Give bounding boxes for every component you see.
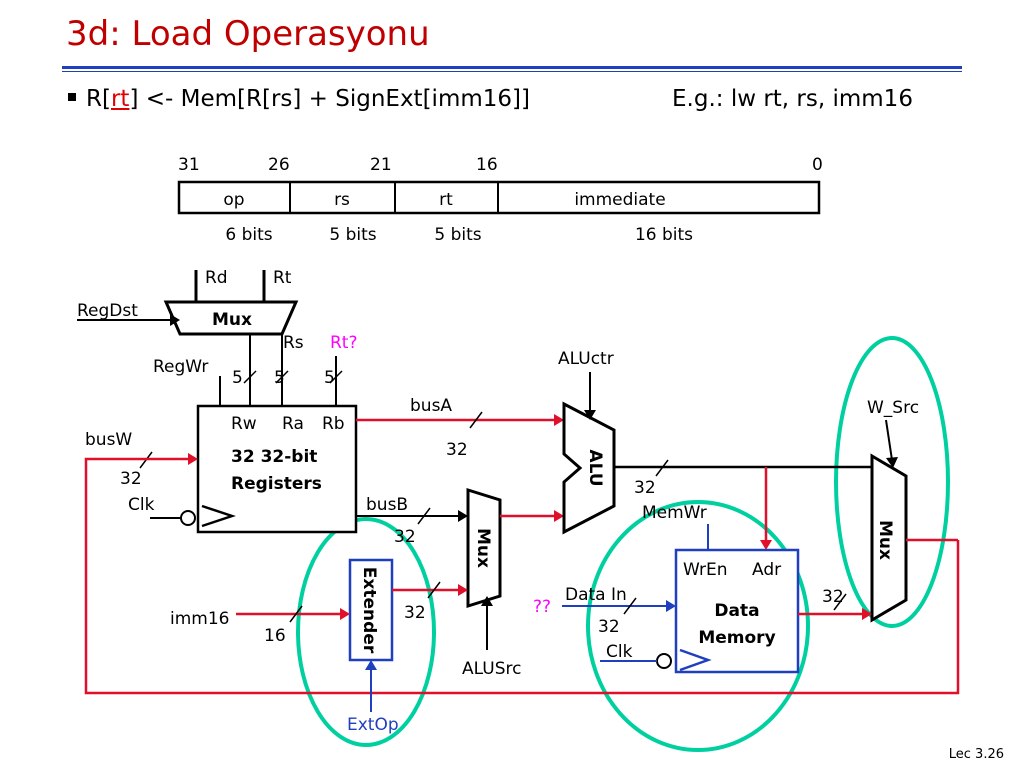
label-ext-out-width: 32 [404,603,426,623]
bit-31: 31 [178,155,200,175]
label-alu: ALU [585,449,605,486]
regdst-mux: Rd Rt Mux RegDst [77,268,299,336]
width-immediate: 16 bits [635,225,693,245]
label-extop: ExtOp [347,715,399,735]
regfile-line2: Registers [231,474,322,494]
label-busa: busA [410,396,452,416]
bit-0: 0 [812,155,823,175]
rtl-rt: rt [110,86,130,112]
field-rs: rs [334,190,350,210]
wsrc-mux: Mux W_Src [867,398,919,623]
label-regdst: RegDst [77,301,138,321]
label-imm16-width: 16 [264,626,286,646]
width-rt: 5 bits [434,225,481,245]
label-busw-width: 32 [120,469,142,489]
label-five-b: 5 [274,368,285,388]
label-clk-reg: Clk [128,495,155,515]
title-rule [62,66,962,69]
label-five-c: 5 [324,368,335,388]
label-busb-width: 32 [394,527,416,547]
label-five-a: 5 [232,368,243,388]
label-rt-question: Rt? [330,333,358,353]
field-op: op [223,190,244,210]
alusrc-mux: Mux ALUSrc [462,487,521,679]
width-op: 6 bits [225,225,272,245]
label-data-in: Data In [565,585,627,605]
page-title: 3d: Load Operasyonu [66,14,430,54]
label-data-in-width: 32 [598,617,620,637]
rtl-prefix: R[ [86,86,111,112]
label-w-src: W_Src [867,398,919,418]
wsrc-mux-highlight [834,336,950,628]
label-busw: busW [85,430,132,450]
rtl-suffix: ] <- Mem[R[rs] + SignExt[imm16]] [129,86,530,112]
extender-highlight [296,517,436,747]
label-qq: ?? [533,597,551,617]
slide-footer: Lec 3.26 [948,747,1004,762]
label-rt-top: Rt [273,268,292,288]
label-busb: busB [366,495,408,515]
label-rw: Rw [231,414,257,434]
label-rd: Rd [205,268,228,288]
label-ra: Ra [282,414,304,434]
title-rule-thin [62,71,962,72]
label-mux-right: Mux [875,520,895,560]
label-aluctr: ALUctr [558,349,614,369]
label-busa-width: 32 [446,440,468,460]
label-alusrc: ALUSrc [462,659,521,679]
label-alu-out-width: 32 [634,478,656,498]
bit-16: 16 [476,155,498,175]
label-rs: Rs [283,333,304,353]
extender: Extender [348,558,394,662]
field-immediate: immediate [574,190,665,210]
alu: ALU ALUctr [558,349,616,535]
label-extender: Extender [359,567,379,654]
field-rt: rt [439,190,453,210]
label-clk-mem: Clk [606,642,633,662]
rtl-statement: R[rt] <- Mem[R[rs] + SignExt[imm16]] [68,86,530,112]
label-mem-out-width: 32 [822,587,844,607]
register-file: Rw Ra Rb 32 32-bit Registers [150,404,358,534]
bit-21: 21 [370,155,392,175]
instruction-format: 31 26 21 16 0 op rs rt immediate 6 bits … [177,155,823,245]
label-adr: Adr [752,560,781,580]
busw-wire [84,457,960,695]
label-rb: Rb [322,414,345,434]
label-regwr: RegWr [153,357,208,377]
mem-line2: Memory [698,628,775,648]
memory-highlight [586,500,810,752]
label-mux-regdst: Mux [212,310,252,330]
label-alusrc-mux: Mux [473,528,493,568]
example-instruction: E.g.: lw rt, rs, imm16 [672,86,913,112]
data-memory: WrEn Adr Data Memory Clk [600,548,800,674]
label-imm16: imm16 [170,609,229,629]
label-wren: WrEn [683,560,728,580]
mem-line1: Data [714,601,759,621]
regfile-line1: 32 32-bit [231,447,317,467]
width-rs: 5 bits [329,225,376,245]
bit-26: 26 [268,155,290,175]
bullet-icon [68,92,76,101]
label-memwr: MemWr [642,503,707,523]
